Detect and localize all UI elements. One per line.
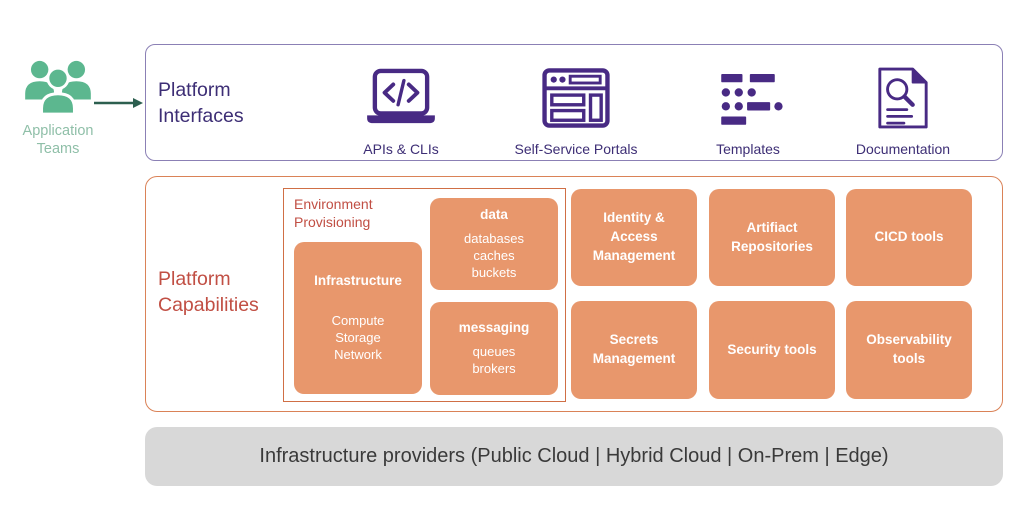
right-arrow-icon	[92, 95, 146, 116]
interface-label: APIs & CLIs	[363, 141, 439, 157]
interface-templates: Templates	[683, 57, 813, 157]
data-items: databases caches buckets	[464, 231, 524, 281]
messaging-items: queues brokers	[472, 344, 516, 377]
platform-interfaces-title: Platform Interfaces	[158, 79, 244, 127]
platform-capabilities-title: Platform Capabilities	[158, 268, 259, 316]
platform-interfaces-box: Platform Interfaces APIs & CLIs	[145, 44, 1003, 161]
environment-provisioning-box: Environment Provisioning Infrastructure …	[283, 188, 566, 402]
capability-artifact-repositories: Artifiact Repositories	[709, 189, 835, 286]
messaging-box: messaging queues brokers	[430, 302, 558, 395]
platform-capabilities-box: Platform Capabilities Environment Provis…	[145, 176, 1003, 412]
capability-security-tools: Security tools	[709, 301, 835, 399]
capability-identity-access-management: Identity & Access Management	[571, 189, 697, 286]
capability-cicd-tools: CICD tools	[846, 189, 972, 286]
interface-label: Templates	[716, 141, 780, 157]
interface-label: Self-Service Portals	[514, 141, 638, 157]
data-title: data	[480, 206, 508, 222]
browser-window-icon	[542, 57, 610, 141]
infrastructure-items: Compute Storage Network	[331, 313, 385, 363]
infrastructure-box: Infrastructure Compute Storage Network	[294, 242, 422, 394]
interface-label: Documentation	[855, 141, 951, 157]
capability-secrets-management: Secrets Management	[571, 301, 697, 399]
capability-observability-tools: Observability tools	[846, 301, 972, 399]
application-teams: Application Teams	[6, 58, 110, 158]
interface-apis-clis: APIs & CLIs	[326, 57, 476, 157]
people-group-icon	[6, 58, 110, 116]
data-box: data databases caches buckets	[430, 198, 558, 290]
interface-documentation: Documentation	[828, 57, 978, 157]
messaging-title: messaging	[458, 319, 530, 335]
environment-provisioning-title: Environment Provisioning	[294, 196, 373, 230]
infrastructure-providers-label: Infrastructure providers (Public Cloud |…	[259, 445, 889, 467]
laptop-code-icon	[364, 57, 438, 141]
template-pattern-icon	[712, 57, 784, 141]
infrastructure-providers-bar: Infrastructure providers (Public Cloud |…	[145, 427, 1003, 486]
infrastructure-title: Infrastructure	[314, 272, 402, 288]
interface-self-service-portals: Self-Service Portals	[491, 57, 661, 157]
document-search-icon	[875, 57, 931, 141]
application-teams-label: Application Teams	[22, 123, 94, 158]
